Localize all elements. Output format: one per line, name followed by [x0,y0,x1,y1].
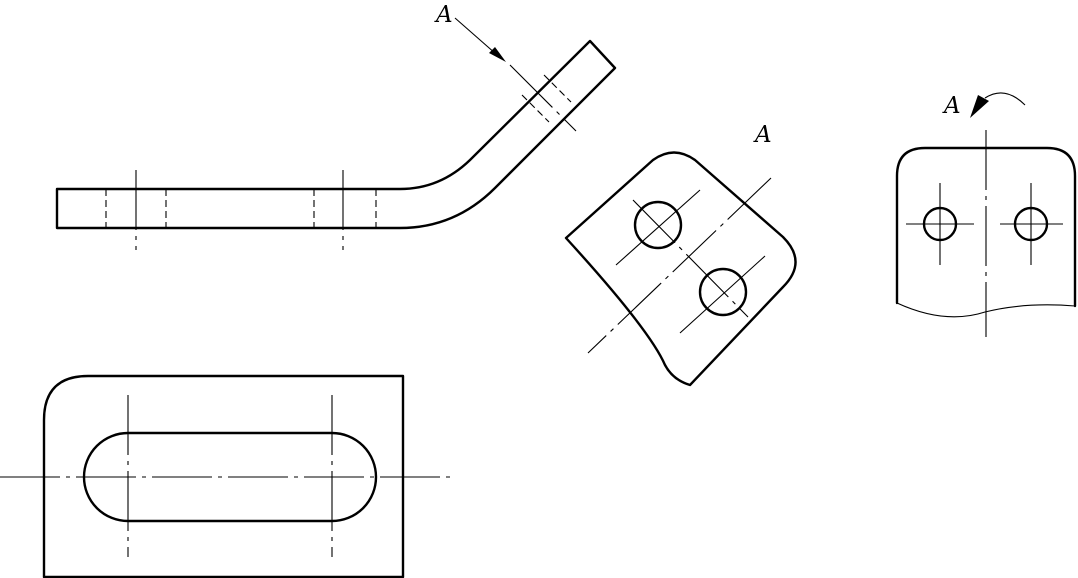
auxiliary-view-a: A [564,122,797,387]
rotation-arrow-head [970,95,989,118]
hole-axis-line [632,199,749,318]
hole-1 [633,200,683,250]
auxiliary-view-outline [564,151,797,387]
arrow-shaft [454,17,497,55]
main-center-line [587,177,772,354]
center-line [509,64,577,132]
bent-bar-outline [55,39,617,230]
auxiliary-view-label: A [753,122,772,148]
hidden-line [543,74,572,103]
plate-outline [42,374,405,578]
front-view [55,39,617,250]
hole-2-center-line [679,255,766,334]
break-line [896,302,1076,318]
view-direction-arrow: A [434,2,506,62]
rotated-view-a: A [895,92,1077,337]
rotated-view-label: A [942,93,961,119]
hole-1-center-line [615,189,701,266]
top-view [0,374,455,578]
arrow-head [489,47,506,62]
rotation-arrow [984,92,1026,106]
hidden-line [521,94,550,123]
hole-2 [698,267,748,317]
arrow-label: A [434,2,453,28]
